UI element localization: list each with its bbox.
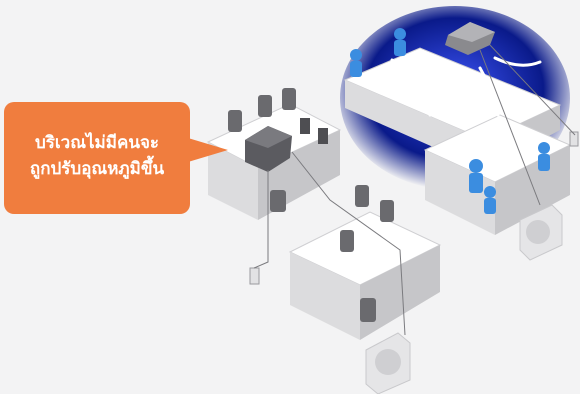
- wiring-lines: [253, 44, 576, 336]
- desk-group-middle: [288, 211, 442, 340]
- air-conditioner-unit-icon: [245, 126, 292, 172]
- office-chair-icon: [228, 88, 296, 212]
- callout-pointer: [188, 138, 228, 162]
- wall-controller-icon: [249, 267, 260, 285]
- callout-box: บริเวณไม่มีคนจะ ถูกปรับอุณหภูมิขึ้น: [4, 102, 228, 214]
- air-conditioner-unit-icon: [445, 22, 495, 55]
- office-chair-icon: [340, 185, 394, 322]
- outdoor-unit-icon: [365, 332, 411, 394]
- wall-controller-icon: [569, 131, 579, 147]
- callout-line-1: บริเวณไม่มีคนจะ: [34, 133, 160, 153]
- occupant-icon: [350, 28, 550, 214]
- callout-line-2: ถูกปรับอุณหภูมิขึ้น: [29, 159, 165, 179]
- outdoor-unit-icon: [519, 204, 563, 261]
- computer-monitor-icon: [300, 118, 328, 144]
- callout-text: บริเวณไม่มีคนจะ ถูกปรับอุณหภูมิขึ้น: [4, 130, 190, 182]
- airflow-lines: [390, 56, 542, 117]
